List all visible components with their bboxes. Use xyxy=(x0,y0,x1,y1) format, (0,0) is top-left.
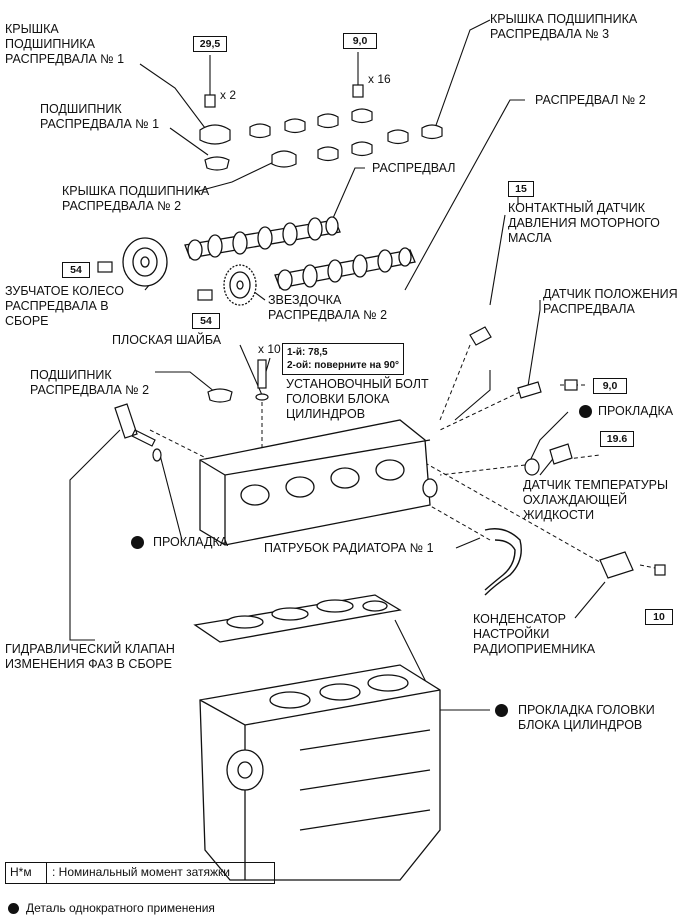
gasket-ring xyxy=(524,458,540,476)
leader-camsensor xyxy=(527,300,541,387)
one-time-use-icon xyxy=(131,536,144,549)
leader-cap3 xyxy=(434,19,491,129)
torque-box-condenser: 10 xyxy=(645,609,673,625)
cam-sensor-drawing xyxy=(517,381,542,399)
temp-sensor-drawing xyxy=(549,443,573,465)
torque-box-cam-gear: 54 xyxy=(62,262,90,278)
qty-cap1-bolts: x 2 xyxy=(220,88,237,102)
bearing-caps xyxy=(199,108,443,403)
legend-torque-text: : Номинальный момент затяжки xyxy=(52,865,230,879)
cam-gear-drawing xyxy=(122,237,168,287)
label-oil-pressure-switch: КОНТАКТНЫЙ ДАТЧИК ДАВЛЕНИЯ МОТОРНОГО МАС… xyxy=(508,201,660,245)
head-bolt-torque-note: 1-й: 78,5 2-ой: поверните на 90° xyxy=(282,343,405,375)
torque-box-oil-switch: 15 xyxy=(508,181,534,197)
ocv-drawing xyxy=(114,403,156,447)
radiator-pipe-drawing xyxy=(484,528,522,596)
label-head-bolt: УСТАНОВОЧНЫЙ БОЛТ ГОЛОВКИ БЛОКА ЦИЛИНДРО… xyxy=(286,377,429,421)
oil-sensor-drawing xyxy=(469,326,492,346)
leader-camshaft2 xyxy=(404,99,525,291)
leader-bearing2 xyxy=(155,371,216,393)
leader-radpipe xyxy=(455,537,481,549)
one-time-use-icon xyxy=(8,903,19,914)
leader-cap1 xyxy=(139,63,206,129)
leader-condenser xyxy=(574,581,606,619)
leader-camshaft xyxy=(329,167,365,226)
camshaft-drawing xyxy=(184,216,416,291)
leader-ocv xyxy=(69,429,121,641)
label-coolant-temp-sensor: ДАТЧИК ТЕМПЕРАТУРЫ ОХЛАЖДАЮЩЕЙ ЖИДКОСТИ xyxy=(523,478,669,522)
leader-bearing1 xyxy=(169,127,209,156)
engine-block-drawing xyxy=(199,664,441,881)
label-radiator-pipe: ПАТРУБОК РАДИАТОРА № 1 xyxy=(264,541,434,555)
label-plain-washer: ПЛОСКАЯ ШАЙБА xyxy=(112,333,222,347)
torque-box-cap-bolts: 9,0 xyxy=(343,33,377,49)
label-cam-cap-3: КРЫШКА ПОДШИПНИКА РАСПРЕДВАЛА № 3 xyxy=(490,12,638,41)
label-head-gasket: ПРОКЛАДКА ГОЛОВКИ БЛОКА ЦИЛИНДРОВ xyxy=(518,703,655,732)
leader-cap2 xyxy=(194,159,279,193)
torque-box-temp-sensor: 19.6 xyxy=(600,431,634,447)
label-camshaft: РАСПРЕДВАЛ xyxy=(372,161,456,175)
leader-headbolt xyxy=(454,370,491,421)
label-cam-gear: ЗУБЧАТОЕ КОЛЕСО РАСПРЕДВАЛА В СБОРЕ xyxy=(5,284,125,328)
label-camshaft-2: РАСПРЕДВАЛ № 2 xyxy=(535,93,646,107)
sprocket-drawing xyxy=(223,264,257,306)
condenser-drawing xyxy=(599,551,634,579)
leader-gasket1 xyxy=(159,454,183,541)
label-radio-condenser: КОНДЕНСАТОР НАСТРОЙКИ РАДИОПРИЕМНИКА xyxy=(473,612,596,656)
label-cam-position-sensor: ДАТЧИК ПОЛОЖЕНИЯ РАСПРЕДВАЛА xyxy=(543,287,678,316)
qty-cap-bolts: x 16 xyxy=(368,72,391,86)
torque-box-cap1-bolts: 29,5 xyxy=(193,36,227,52)
legend-one-time-text: Деталь однократного применения xyxy=(26,901,215,915)
one-time-use-icon xyxy=(579,405,592,418)
label-ocv-assembly: ГИДРАВЛИЧЕСКИЙ КЛАПАН ИЗМЕНЕНИЯ ФАЗ В СБ… xyxy=(5,642,175,671)
label-sprocket-2: ЗВЕЗДОЧКА РАСПРЕДВАЛА № 2 xyxy=(268,293,388,322)
leader-oilsensor xyxy=(489,214,506,306)
label-cam-bearing-2: ПОДШИПНИК РАСПРЕДВАЛА № 2 xyxy=(30,368,150,397)
legend-torque: Н*м : Номинальный момент затяжки xyxy=(5,862,275,884)
torque-box-cam-sensor: 9,0 xyxy=(593,378,627,394)
cylinder-head-drawing xyxy=(199,419,438,546)
torque-box-sprocket: 54 xyxy=(192,313,220,329)
legend-divider xyxy=(46,863,47,883)
qty-head-bolts: x 10 xyxy=(258,342,281,356)
label-gasket-left: ПРОКЛАДКА xyxy=(153,535,229,549)
legend-unit: Н*м xyxy=(10,865,32,879)
label-gasket-right: ПРОКЛАДКА xyxy=(598,404,674,418)
label-cam-bearing-1: ПОДШИПНИК РАСПРЕДВАЛА № 1 xyxy=(40,102,160,131)
one-time-use-icon xyxy=(495,704,508,717)
label-cam-cap-2: КРЫШКА ПОДШИПНИКА РАСПРЕДВАЛА № 2 xyxy=(62,184,210,213)
leader-gasket2 xyxy=(527,411,569,466)
head-gasket-drawing xyxy=(193,594,402,643)
label-cam-cap-1: КРЫШКА ПОДШИПНИКА РАСПРЕДВАЛА № 1 xyxy=(5,22,125,66)
